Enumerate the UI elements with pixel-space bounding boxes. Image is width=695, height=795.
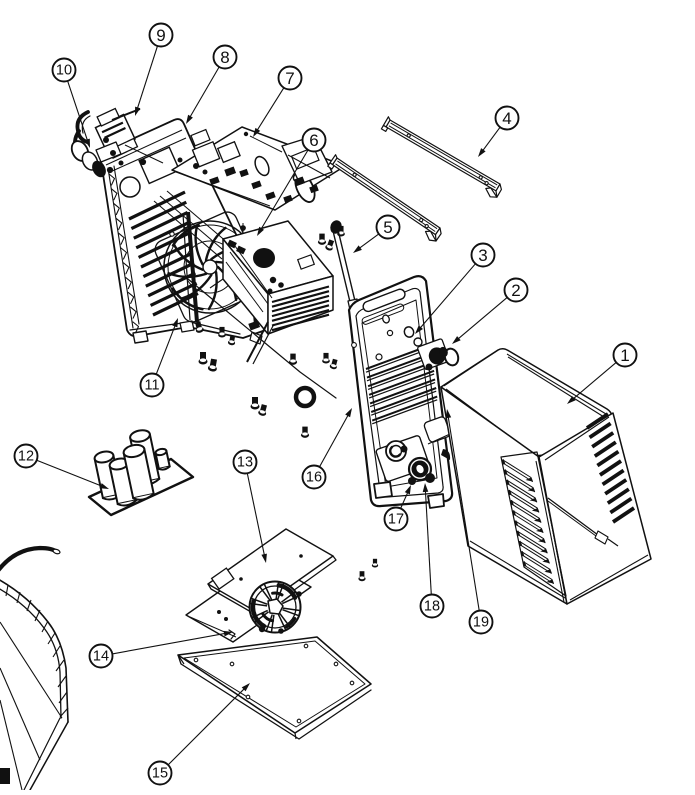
svg-text:1: 1 (620, 346, 629, 365)
svg-text:16: 16 (306, 470, 322, 486)
svg-text:14: 14 (93, 649, 109, 665)
svg-text:7: 7 (285, 69, 294, 88)
svg-text:8: 8 (220, 48, 229, 67)
svg-text:4: 4 (502, 109, 511, 128)
svg-text:18: 18 (424, 599, 440, 615)
svg-text:17: 17 (388, 512, 404, 528)
svg-text:9: 9 (156, 26, 165, 45)
svg-text:3: 3 (478, 246, 487, 265)
svg-text:19: 19 (473, 615, 489, 631)
svg-text:11: 11 (144, 378, 159, 394)
svg-text:15: 15 (152, 766, 168, 782)
svg-text:10: 10 (56, 63, 72, 79)
svg-text:6: 6 (309, 131, 318, 150)
svg-text:2: 2 (511, 281, 520, 300)
svg-text:13: 13 (237, 455, 253, 471)
svg-text:12: 12 (18, 449, 34, 465)
svg-text:5: 5 (383, 218, 392, 237)
